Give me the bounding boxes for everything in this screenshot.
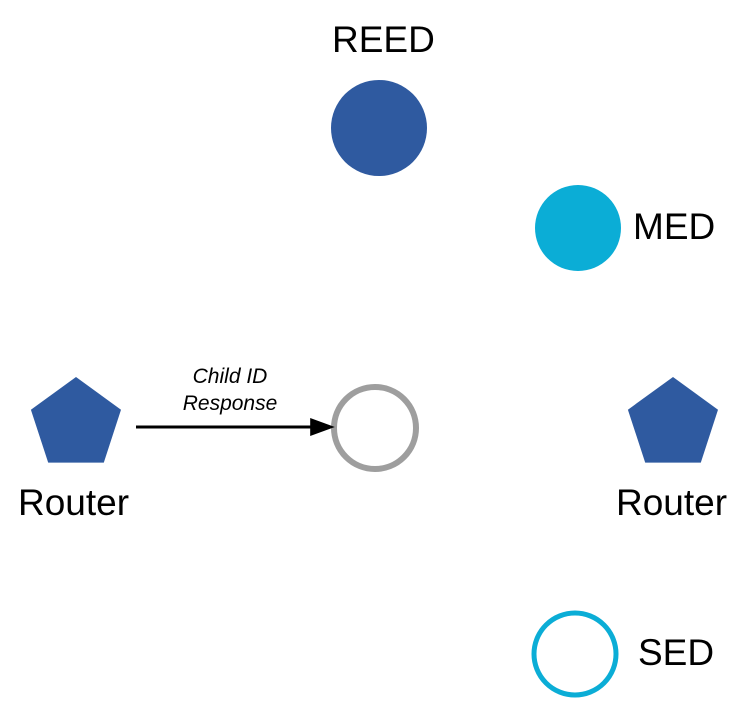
node-joining-device-circle[interactable]: [331, 384, 419, 472]
edge-label-child-id-response: Child ID Response: [182, 365, 278, 415]
node-label-reed: REED: [332, 19, 435, 60]
node-reed-circle[interactable]: [331, 80, 427, 176]
node-label-router-right: Router: [616, 482, 728, 523]
node-label-router-left: Router: [18, 482, 130, 523]
node-router-right-pentagon[interactable]: [627, 377, 718, 463]
node-label-med: MED: [633, 206, 716, 247]
node-label-sed: SED: [638, 632, 715, 673]
node-med-circle[interactable]: [535, 185, 621, 271]
node-router-left-pentagon[interactable]: [30, 377, 121, 463]
node-sed-circle[interactable]: [531, 610, 619, 698]
